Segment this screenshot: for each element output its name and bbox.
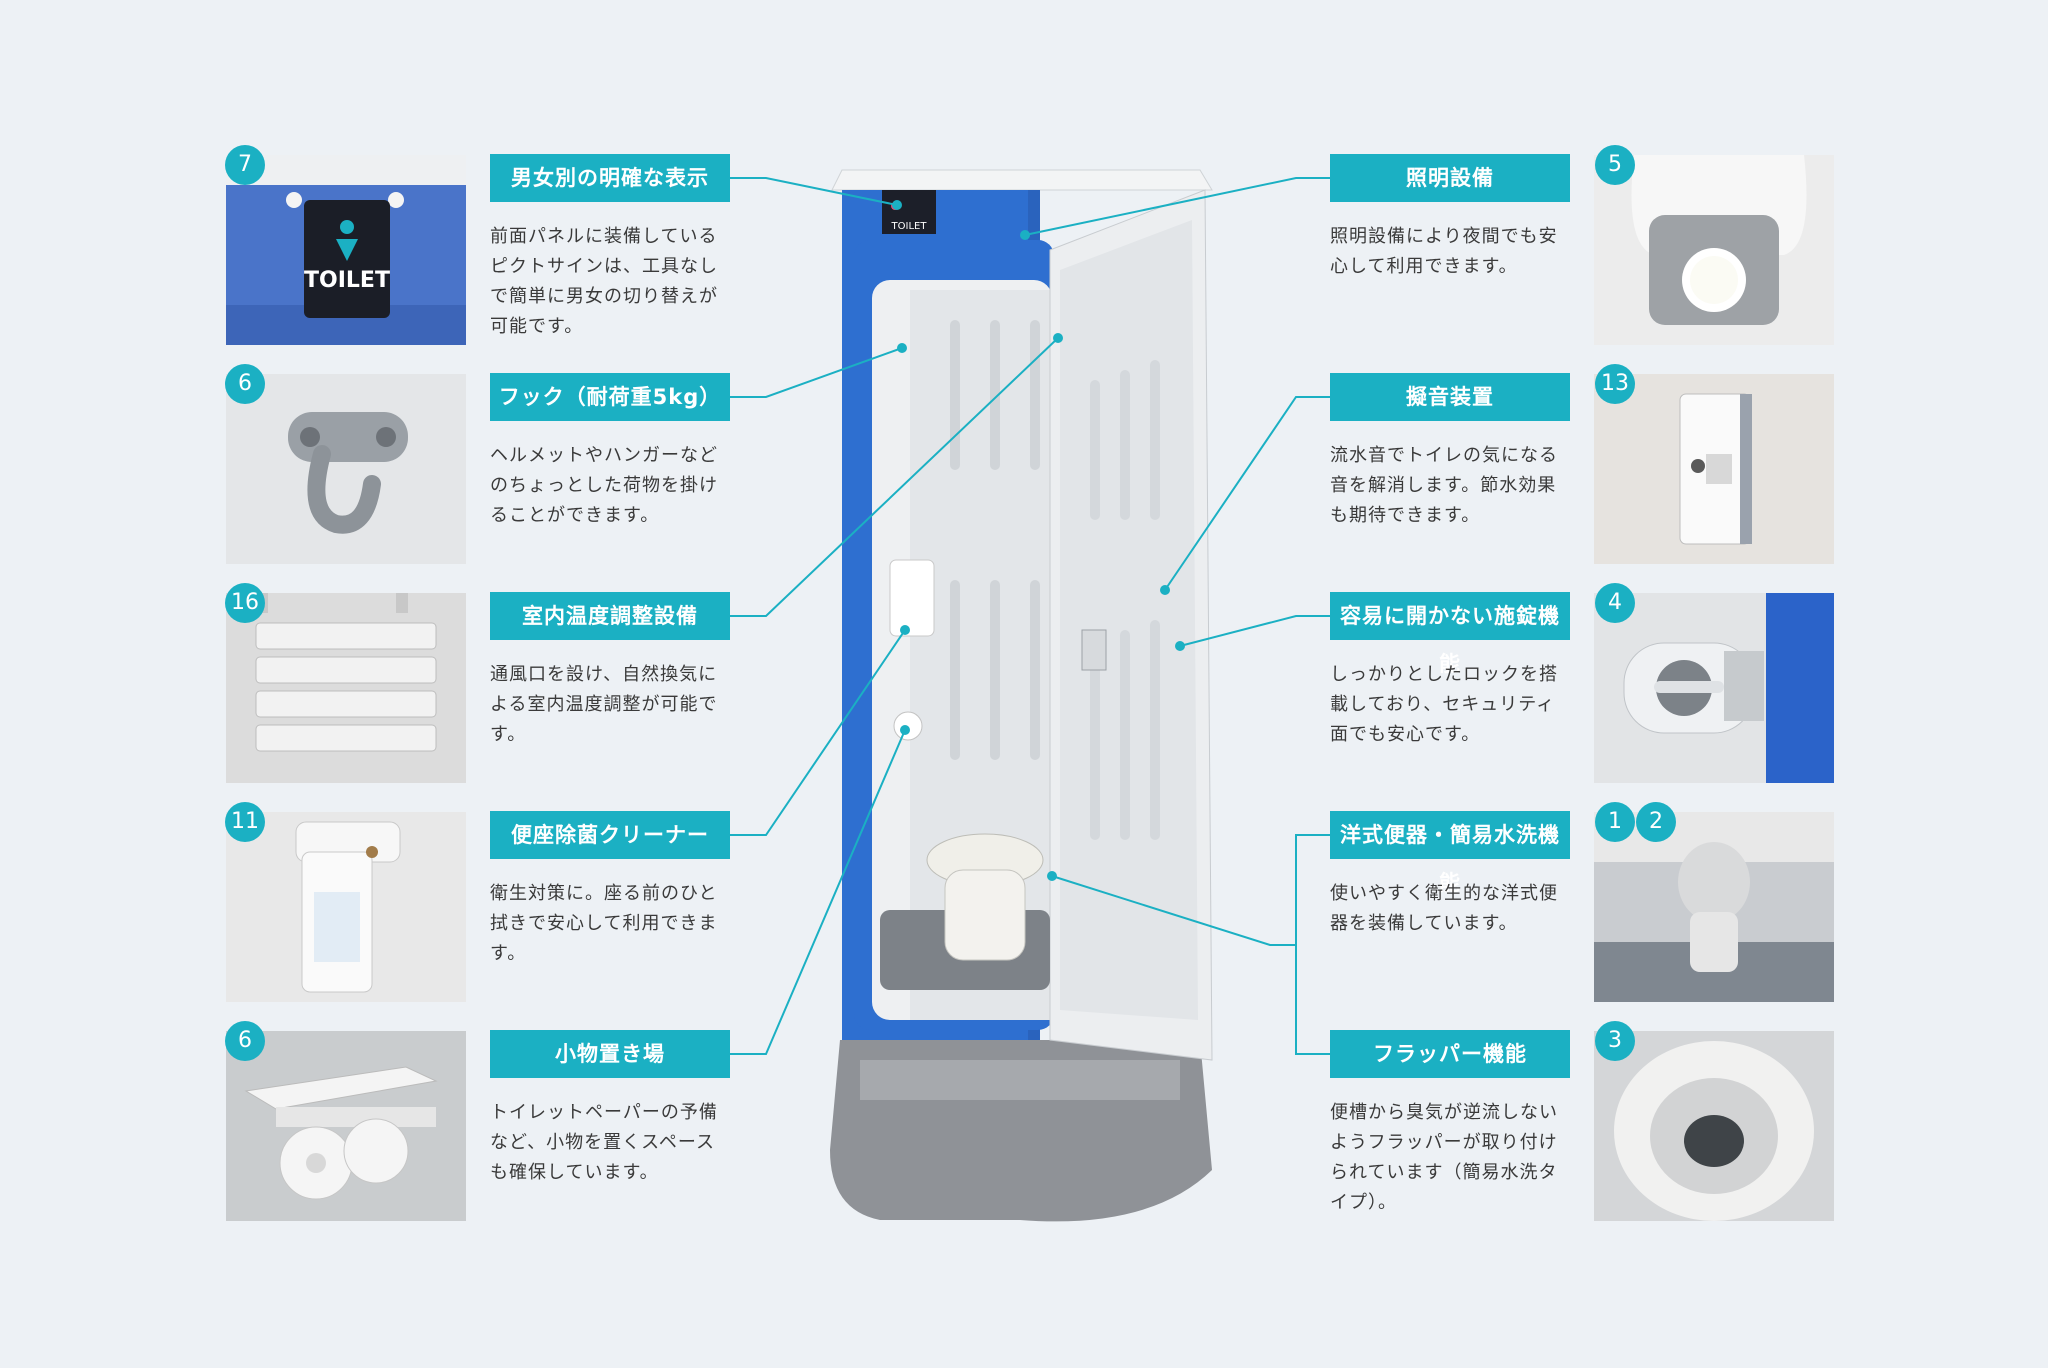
desc-line: 器を装備しています。 <box>1330 913 1518 934</box>
feature-label-hook: フック（耐荷重5kg） <box>490 373 730 421</box>
sound-device-icon <box>1594 374 1834 564</box>
feature-desc-light: 照明設備により夜間でも安 心して利用できます。 <box>1330 222 1570 282</box>
feature-number-second: 2 <box>1636 802 1676 842</box>
thumb-sound <box>1594 374 1834 564</box>
feature-label-light: 照明設備 <box>1330 154 1570 202</box>
desc-line: 可能です。 <box>490 316 584 337</box>
desc-line: など、小物を置くスペース <box>490 1132 715 1153</box>
vent-icon <box>226 593 466 783</box>
desc-line: 通風口を設け、自然換気に <box>490 664 718 685</box>
portable-toilet-booth: TOILET <box>830 169 1213 1222</box>
feature-number: 11 <box>225 802 265 842</box>
desc-line: のちょっとした荷物を掛け <box>490 475 718 496</box>
thumb-flapper <box>1594 1031 1834 1221</box>
feature-number: 6 <box>225 364 265 404</box>
thumb-toilet <box>1594 812 1834 1002</box>
feature-number: 4 <box>1595 583 1635 623</box>
thumb-light <box>1594 155 1834 345</box>
feature-number: 16 <box>225 583 265 623</box>
feature-label-cleaner: 便座除菌クリーナー <box>490 811 730 859</box>
feature-desc-sound: 流水音でトイレの気になる 音を解消します。節水効果 も期待できます。 <box>1330 441 1570 531</box>
feature-number: 13 <box>1595 364 1635 404</box>
desc-line: ようフラッパーが取り付け <box>1330 1132 1558 1153</box>
feature-desc-lock: しっかりとしたロックを搭 載しており、セキュリティ 面でも安心です。 <box>1330 660 1570 750</box>
feature-number: 7 <box>225 145 265 185</box>
desc-line: す。 <box>490 943 527 964</box>
thumb-cleaner <box>226 812 466 1002</box>
feature-label-sound: 擬音装置 <box>1330 373 1570 421</box>
sign-text: TOILET <box>304 268 390 293</box>
feature-desc-vent: 通風口を設け、自然換気に よる室内温度調整が可能で す。 <box>490 660 730 750</box>
paper-holder-icon <box>226 1031 466 1221</box>
thumb-vent <box>226 593 466 783</box>
feature-desc-sign: 前面パネルに装備している ピクトサインは、工具なし で簡単に男女の切り替えが 可… <box>490 222 730 342</box>
feature-number: 5 <box>1595 145 1635 185</box>
desc-line: で簡単に男女の切り替えが <box>490 286 718 307</box>
desc-line: 衛生対策に。座る前のひと <box>490 883 718 904</box>
light-icon <box>1594 155 1834 345</box>
thumb-lock <box>1594 593 1834 783</box>
lock-icon <box>1594 593 1834 783</box>
toilet-sign-icon: TOILET <box>226 155 466 345</box>
feature-number: 1 <box>1595 802 1635 842</box>
desc-line: ヘルメットやハンガーなど <box>490 445 718 466</box>
feature-label-flapper: フラッパー機能 <box>1330 1030 1570 1078</box>
feature-label-lock: 容易に開かない施錠機能 <box>1330 592 1570 676</box>
feature-desc-cleaner: 衛生対策に。座る前のひと 拭きで安心して利用できま す。 <box>490 879 730 969</box>
desc-line: 音を解消します。節水効果 <box>1330 475 1557 496</box>
feature-number: 6 <box>225 1021 265 1061</box>
feature-label-vent: 室内温度調整設備 <box>490 592 730 640</box>
desc-line: 照明設備により夜間でも安 <box>1330 226 1558 247</box>
feature-label-sign: 男女別の明確な表示 <box>490 154 730 202</box>
feature-number: 3 <box>1595 1021 1635 1061</box>
desc-line: 心して利用できます。 <box>1330 256 1518 277</box>
desc-line: 使いやすく衛生的な洋式便 <box>1330 883 1558 904</box>
desc-line: ることができます。 <box>490 505 660 526</box>
desc-line: 前面パネルに装備している <box>490 226 718 247</box>
feature-label-paper: 小物置き場 <box>490 1030 730 1078</box>
toilet-bowl-icon <box>1594 812 1834 1002</box>
flapper-icon <box>1594 1031 1834 1221</box>
feature-desc-paper: トイレットペーパーの予備 など、小物を置くスペース も確保しています。 <box>490 1098 730 1188</box>
feature-label-toilet: 洋式便器・簡易水洗機能 <box>1330 811 1570 895</box>
desc-line: しっかりとしたロックを搭 <box>1330 664 1558 685</box>
feature-desc-flapper: 便槽から臭気が逆流しない ようフラッパーが取り付け られています（簡易水洗タ イ… <box>1330 1098 1570 1218</box>
seat-cleaner-icon <box>226 812 466 1002</box>
desc-line: イプ）。 <box>1330 1192 1397 1213</box>
thumb-paper <box>226 1031 466 1221</box>
desc-line: 載しており、セキュリティ <box>1330 694 1556 715</box>
desc-line: す。 <box>490 724 527 745</box>
desc-line: も期待できます。 <box>1330 505 1481 526</box>
desc-line: 便槽から臭気が逆流しない <box>1330 1102 1558 1123</box>
desc-line: よる室内温度調整が可能で <box>490 694 718 715</box>
feature-desc-toilet: 使いやすく衛生的な洋式便 器を装備しています。 <box>1330 879 1570 939</box>
hook-icon <box>226 374 466 564</box>
feature-desc-hook: ヘルメットやハンガーなど のちょっとした荷物を掛け ることができます。 <box>490 441 730 531</box>
desc-line: 流水音でトイレの気になる <box>1330 445 1558 466</box>
desc-line: 拭きで安心して利用できま <box>490 913 718 934</box>
desc-line: も確保しています。 <box>490 1162 659 1183</box>
desc-line: トイレットペーパーの予備 <box>490 1102 718 1123</box>
thumb-hook <box>226 374 466 564</box>
desc-line: ピクトサインは、工具なし <box>490 256 718 277</box>
thumb-sign: TOILET <box>226 155 466 345</box>
desc-line: 面でも安心です。 <box>1330 724 1481 745</box>
booth-sign-text: TOILET <box>891 221 928 232</box>
desc-line: られています（簡易水洗タ <box>1330 1162 1558 1183</box>
